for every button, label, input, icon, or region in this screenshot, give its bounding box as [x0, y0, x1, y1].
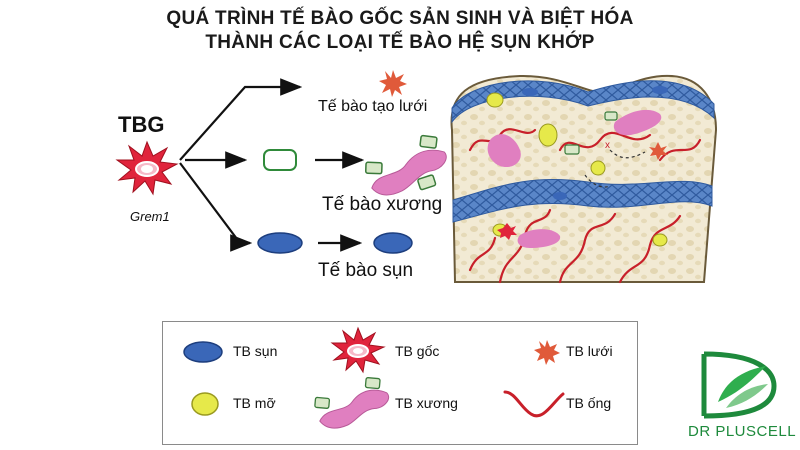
legend-label-bone: TB xương: [395, 395, 458, 411]
stem-cell-icon: [115, 140, 179, 196]
brand-logo-icon: [701, 351, 777, 419]
bone-precursor-icon: [263, 149, 297, 171]
legend-label-chondrocyte: TB sụn: [233, 343, 278, 359]
vessel-legend-icon: [503, 390, 565, 418]
bone-cell-legend-icon: [314, 377, 390, 429]
outcome-reticular-label: Tế bào tạo lưới: [318, 98, 428, 115]
legend-icons: [183, 326, 565, 429]
joint-bone-illustration: x: [450, 74, 718, 284]
chondrocyte-icon: [373, 232, 413, 254]
legend-label-fat: TB mỡ: [233, 395, 276, 411]
outcome-bone-label: Tế bào xương: [322, 194, 443, 215]
legend-label-vessel: TB ống: [566, 395, 612, 411]
legend-box: TB sụn TB gốc TB lưới TB mỡ TB xương TB …: [162, 321, 638, 445]
reticular-cell-icon: [379, 70, 407, 97]
legend-label-stem-cell: TB gốc: [395, 343, 440, 359]
svg-text:x: x: [605, 140, 610, 151]
fat-cell-legend-icon: [191, 392, 219, 416]
reticular-legend-icon: [534, 340, 560, 365]
brand-name: DR PLUSCELL: [688, 423, 797, 440]
diagram-title-line1: QUÁ TRÌNH TẾ BÀO GỐC SẢN SINH VÀ BIỆT HÓ…: [166, 8, 634, 29]
arrow-to-cartilage-precursor: [179, 162, 253, 252]
stem-cell-legend-icon: [330, 326, 386, 374]
chondrocyte-legend-icon: [183, 341, 223, 363]
outcome-cartilage-label: Tế bào sụn: [318, 260, 414, 281]
stem-cell-label: TBG: [118, 112, 165, 137]
diagram-title-line2: THÀNH CÁC LOẠI TẾ BÀO HỆ SỤN KHỚP: [205, 32, 595, 53]
cartilage-precursor-icon: [257, 232, 303, 254]
arrow-to-reticular: [179, 78, 303, 161]
bone-cell-icon: [365, 134, 447, 196]
legend-label-reticular: TB lưới: [566, 343, 613, 359]
gene-label: Grem1: [130, 209, 170, 224]
